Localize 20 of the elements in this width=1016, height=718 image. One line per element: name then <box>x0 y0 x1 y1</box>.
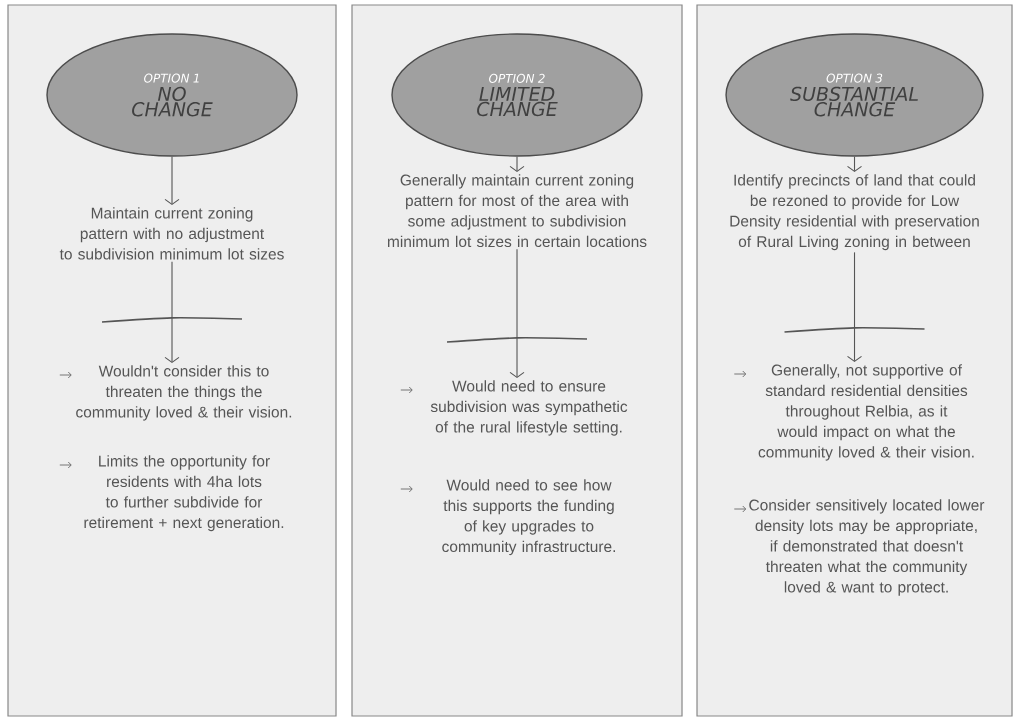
bullet-text: Limits the opportunity for residents with 4ha lots to further subdivide for retirement + next generation. <box>84 455 284 532</box>
option-oval: OPTION 2 LIMITED CHANGE <box>391 33 643 157</box>
arrow <box>846 156 863 172</box>
option-oval: OPTION 3 SUBSTANTIAL CHANGE <box>725 33 984 157</box>
bullet-text: Would need to see how this supports the funding of key upgrades to community infrastructure. <box>442 479 615 556</box>
description-text: Generally maintain current zoning pattern for most of the area with some adjustment to subdivision minimum lot sizes in certain locations <box>387 174 647 248</box>
bullet-text: Would need to ensure subdivision was sympathetic of the rural lifestyle setting. <box>430 380 628 436</box>
arrow <box>164 261 180 363</box>
description-text: Maintain current zoning pattern with no adjustment to subdivision minimum lot sizes <box>59 207 284 260</box>
arrow <box>509 156 525 172</box>
arrow <box>846 251 863 362</box>
description-text: Identify precincts of land that could be rezoned to provide for Low Density residential with preservation of Rural Living zoning in between <box>730 174 979 251</box>
panel <box>7 4 337 717</box>
panel <box>351 4 683 717</box>
bullet-text: Consider sensitively located lower density lots may be appropriate, if demonstrated that doesn't threaten what the community loved & want to protect. <box>749 499 985 596</box>
bullet-text: Generally, not supportive of standard residential densities throughout Relbia, as it would impact on what the community loved & their vision. <box>758 364 974 461</box>
arrow <box>164 156 180 205</box>
arrow <box>509 248 525 378</box>
option-oval: OPTION 1 NO CHANGE <box>46 33 298 157</box>
bullet-text: Wouldn't consider this to threaten the things the community loved & their vision. <box>76 365 292 421</box>
